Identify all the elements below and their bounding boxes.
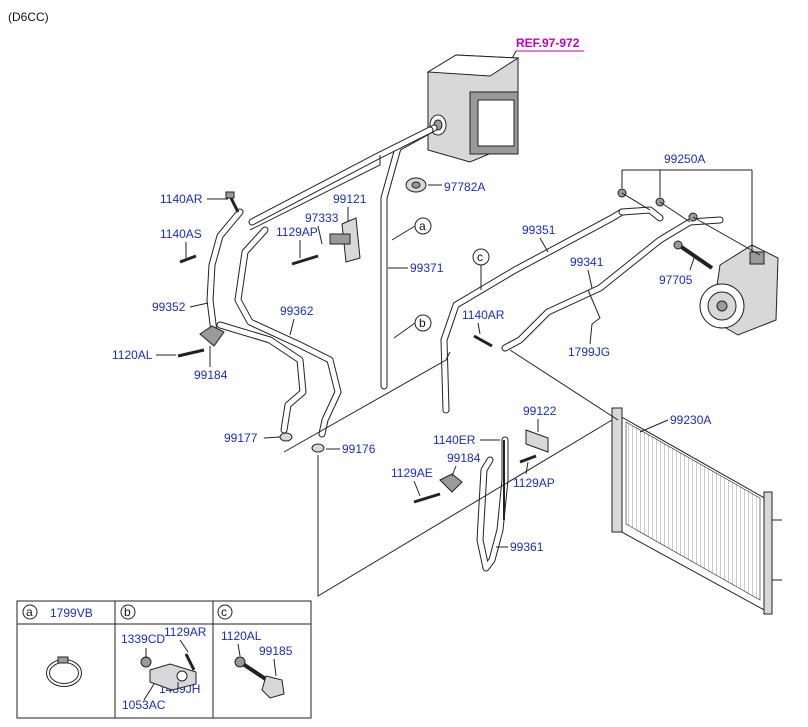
- callout-99362[interactable]: 99362: [280, 304, 314, 318]
- svg-text:a: a: [419, 219, 426, 233]
- callout-1129ap-mid[interactable]: 1129AP: [513, 476, 555, 490]
- legend-c-part-1120al[interactable]: 1120AL: [221, 629, 262, 643]
- legend-a-part-1799vb[interactable]: 1799VB: [50, 606, 93, 620]
- callout-99230a[interactable]: 99230A: [670, 413, 711, 427]
- bracket-99122: [525, 429, 549, 453]
- compressor: [699, 244, 779, 336]
- o-ring-99177: [279, 432, 293, 442]
- legend-c-part-99185[interactable]: 99185: [259, 644, 293, 658]
- leader-condenser: [509, 349, 619, 421]
- callout-99351[interactable]: 99351: [522, 223, 556, 237]
- legend-marker-a: a: [22, 604, 38, 620]
- marker-a[interactable]: a: [414, 217, 432, 235]
- pipe-99352: [206, 208, 244, 336]
- svg-text:c: c: [221, 605, 227, 619]
- callout-99341[interactable]: 99341: [570, 255, 604, 269]
- callout-99361[interactable]: 99361: [510, 540, 544, 554]
- marker-c[interactable]: c: [472, 248, 490, 266]
- callout-99371[interactable]: 99371: [410, 261, 444, 275]
- callout-99122[interactable]: 99122: [523, 404, 557, 418]
- clamp-99184-mid: [439, 473, 463, 493]
- clip-1799jg: [587, 289, 601, 325]
- callout-99184-mid[interactable]: 99184: [447, 451, 481, 465]
- legend-marker-b: b: [120, 604, 136, 620]
- bolt-1140as: [179, 254, 197, 264]
- svg-text:b: b: [124, 605, 131, 619]
- pipe-upper-left: [248, 126, 434, 226]
- bracket-99121: [329, 217, 361, 263]
- pipe-99362: [216, 226, 342, 438]
- hvac-unit: [426, 54, 520, 163]
- marker-b[interactable]: b: [414, 314, 432, 332]
- callout-1140ar-top[interactable]: 1140AR: [160, 192, 203, 206]
- callout-1120al[interactable]: 1120AL: [112, 348, 153, 362]
- hose-99371: [380, 124, 438, 390]
- callout-1129ap-top[interactable]: 1129AP: [276, 225, 318, 239]
- callout-99352[interactable]: 99352: [152, 300, 186, 314]
- legend-b-part-1129ar[interactable]: 1129AR: [164, 625, 207, 639]
- clamp-1799vb-icon: [46, 656, 82, 687]
- bolts-99250a: [617, 188, 761, 256]
- callout-1140er[interactable]: 1140ER: [433, 433, 476, 447]
- leader-frame-bottom: [317, 419, 613, 597]
- callout-1799jg[interactable]: 1799JG: [568, 345, 610, 359]
- legend-b-part-1053ac[interactable]: 1053AC: [122, 698, 166, 712]
- bolt-1129ae: [413, 492, 441, 504]
- grommet-97782a: [405, 177, 427, 193]
- callout-99177[interactable]: 99177: [224, 431, 258, 445]
- legend-marker-c: c: [217, 604, 233, 620]
- reference-label[interactable]: REF.97-972: [516, 36, 580, 50]
- bolt-1140ar-top: [225, 191, 240, 213]
- svg-text:a: a: [26, 605, 33, 619]
- callout-99176[interactable]: 99176: [342, 442, 376, 456]
- engine-code-label: (D6CC): [8, 10, 49, 24]
- callout-97705[interactable]: 97705: [659, 273, 693, 287]
- bolt-1129ap-top: [291, 254, 319, 266]
- leader-upper: [249, 155, 381, 231]
- callout-97333[interactable]: 97333: [305, 211, 339, 225]
- hose-99361: [476, 436, 509, 572]
- clamp-99184-left: [199, 325, 225, 347]
- bolt-1120al: [177, 348, 205, 358]
- bolt-1140ar-mid: [473, 334, 493, 348]
- callout-1140ar-mid[interactable]: 1140AR: [462, 308, 505, 322]
- callout-1140as[interactable]: 1140AS: [160, 227, 202, 241]
- leader-frame-left: [283, 351, 451, 453]
- callout-99250a[interactable]: 99250A: [664, 152, 705, 166]
- condenser-99230a: [611, 407, 782, 615]
- callout-1129ae[interactable]: 1129AE: [391, 466, 433, 480]
- legend-b-part-1339cd[interactable]: 1339CD: [121, 632, 165, 646]
- svg-text:b: b: [419, 316, 426, 330]
- callout-99121[interactable]: 99121: [333, 192, 367, 206]
- o-ring-99176: [311, 443, 325, 453]
- bolt-1129ap-mid: [519, 454, 537, 464]
- svg-text:c: c: [477, 250, 483, 264]
- bolt-97705: [673, 240, 714, 270]
- callout-97782a[interactable]: 97782A: [444, 180, 485, 194]
- callout-99184-left[interactable]: 99184: [194, 368, 228, 382]
- bracket-b-icon: [140, 639, 197, 701]
- bolt-clamp-c-icon: [234, 643, 285, 699]
